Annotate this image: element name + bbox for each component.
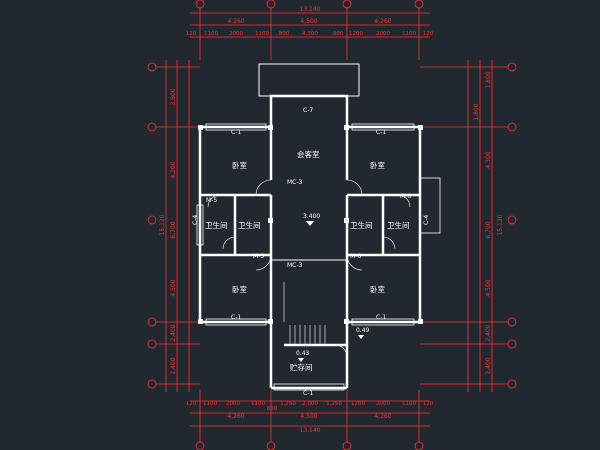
- bottom-detail: 2000: [226, 401, 240, 407]
- top-seg-3: 4,260: [374, 18, 391, 25]
- right-seg: 1,800: [473, 103, 480, 120]
- windows: [196, 123, 441, 391]
- room-labels: 卧室 卧室 卧室 卧室 会客室 卫生间 卫生间 卫生间 卫生间 贮存间: [205, 149, 410, 372]
- top-detail: 120: [423, 31, 434, 37]
- right-seg: 2,400: [485, 357, 492, 374]
- room-storage: 贮存间: [290, 362, 313, 372]
- top-dimensions: 13,140 4,260 4,500 4,260 120 1100 2000 1…: [186, 6, 434, 37]
- left-seg: 6,700: [170, 221, 177, 238]
- axis-bubbles-top: [195, 0, 424, 60]
- left-seg: 2,400: [170, 357, 177, 374]
- top-detail: 120: [186, 31, 197, 37]
- component-labels: C-1 C-1 C-1 C-1 C-1 C-7 MC-3 MC-3 M-5 M-…: [192, 107, 430, 397]
- label-m6: M-6: [400, 193, 411, 200]
- label-mc3: MC-3: [287, 179, 303, 186]
- room-bath-2: 卫生间: [238, 220, 261, 230]
- axis-bubbles-bottom: [195, 390, 424, 450]
- label-c1: C-1: [376, 314, 386, 321]
- top-seg-1: 4,260: [227, 18, 244, 25]
- bottom-detail: 120: [186, 401, 197, 407]
- top-seg-2: 4,500: [300, 18, 317, 25]
- right-seg: 4,500: [485, 279, 492, 296]
- room-bath-4: 卫生间: [387, 220, 410, 230]
- right-total: 15,120: [497, 214, 504, 235]
- top-detail: 2000: [376, 31, 390, 37]
- bottom-seg-2: 4,500: [300, 413, 317, 420]
- right-seg: 2,400: [485, 324, 492, 341]
- bottom-detail: 2,000: [302, 401, 318, 407]
- right-seg: 6,700: [485, 221, 492, 238]
- label-c7: C-7: [303, 107, 313, 114]
- label-m5: M-5: [206, 197, 217, 204]
- bottom-detail: 1200: [351, 401, 365, 407]
- left-seg: 4,500: [170, 279, 177, 296]
- level-lower: 0.49: [356, 327, 370, 334]
- top-detail: 1100: [402, 31, 416, 37]
- room-bedroom-se: 卧室: [370, 284, 385, 294]
- doors: [207, 179, 411, 358]
- label-c1: C-1: [303, 390, 313, 397]
- bottom-detail: 1100: [203, 401, 217, 407]
- label-c4: C-4: [192, 215, 199, 225]
- label-c4: C-4: [423, 215, 430, 225]
- bottom-detail: 2000: [376, 401, 390, 407]
- label-c1: C-1: [376, 129, 386, 136]
- building-walls: [198, 63, 422, 390]
- right-seg: 4,300: [485, 151, 492, 168]
- label-c1: C-1: [231, 129, 241, 136]
- room-bedroom-sw: 卧室: [232, 284, 247, 294]
- left-seg: 3,900: [170, 88, 177, 105]
- left-seg: 2,400: [170, 324, 177, 341]
- left-total: 15,120: [159, 214, 166, 235]
- right-dimensions: 15,120 1,800 4,300 6,700 1,800 4,500 2,4…: [473, 71, 504, 374]
- label-mc3: MC-3: [287, 262, 303, 269]
- bottom-detail: 1100: [402, 401, 416, 407]
- left-seg: 4,200: [170, 161, 177, 178]
- top-detail: 1100: [255, 31, 269, 37]
- dimension-lines: [165, 12, 493, 427]
- room-living: 会客室: [297, 149, 320, 159]
- level-marks: 3.400 0.49 0.43: [296, 213, 370, 362]
- bottom-detail: 1100: [251, 401, 265, 407]
- bottom-detail: 800: [267, 406, 278, 412]
- level-stair: 0.43: [296, 350, 310, 357]
- top-detail: 1200: [349, 31, 363, 37]
- axis-bubbles-side: [147, 62, 517, 389]
- right-seg: 1,800: [485, 71, 492, 88]
- top-detail: 800: [279, 31, 290, 37]
- level-main: 3.400: [303, 213, 320, 220]
- columns: [198, 125, 423, 324]
- label-m5: M-5: [253, 253, 264, 260]
- bottom-detail: 120: [423, 401, 434, 407]
- bottom-detail: 1,250: [326, 401, 342, 407]
- top-detail: 2000: [229, 31, 243, 37]
- left-dimensions: 15,120 3,900 4,200 6,700 4,500 2,400 2,4…: [159, 88, 177, 374]
- room-bath-1: 卫生间: [205, 220, 228, 230]
- top-detail: 900: [333, 31, 344, 37]
- bottom-total: 13,140: [300, 427, 321, 434]
- label-m6: M-6: [350, 253, 361, 260]
- label-c1: C-1: [231, 314, 241, 321]
- stair: [283, 282, 326, 345]
- top-detail: 4,300: [302, 31, 318, 37]
- top-total: 13,140: [300, 6, 321, 13]
- bottom-dimensions: 120 1100 2000 1100 800 1,250 2,000 1,250…: [186, 401, 434, 434]
- top-detail: 1100: [204, 31, 218, 37]
- room-bedroom-nw: 卧室: [232, 160, 247, 170]
- bottom-seg-3: 4,260: [374, 413, 391, 420]
- room-bath-3: 卫生间: [350, 220, 373, 230]
- room-bedroom-ne: 卧室: [370, 160, 385, 170]
- bottom-detail: 1,250: [280, 401, 296, 407]
- bottom-seg-1: 4,260: [227, 413, 244, 420]
